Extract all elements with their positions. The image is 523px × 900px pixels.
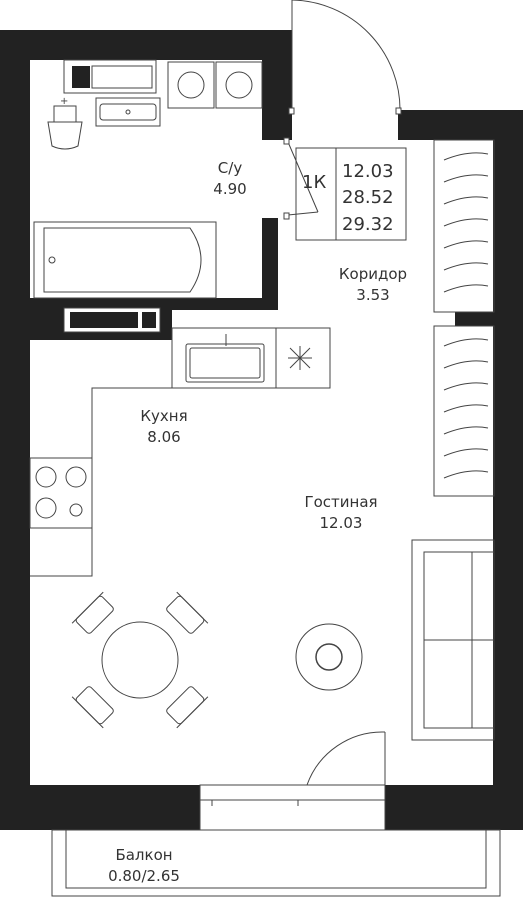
kitchen-name: Кухня bbox=[140, 407, 188, 425]
svg-text:+: + bbox=[60, 96, 68, 107]
corridor-name: Коридор bbox=[338, 265, 408, 283]
living-room-name: Гостиная bbox=[304, 493, 378, 511]
total-area-balcony-value: 29.32 bbox=[342, 214, 394, 235]
bathroom-name: С/у bbox=[217, 159, 243, 177]
wardrobe-lower bbox=[433, 325, 495, 497]
living-room-area: 12.03 bbox=[319, 514, 363, 532]
apartment-type: 1К bbox=[302, 172, 327, 193]
bathroom-label: С/у 4.90 bbox=[196, 158, 264, 200]
dining-table bbox=[71, 591, 209, 729]
kitchen-label: Кухня 8.06 bbox=[126, 406, 202, 448]
bathroom-area: 4.90 bbox=[213, 180, 247, 198]
corridor-label: Коридор 3.53 bbox=[330, 264, 416, 306]
living-area-value: 12.03 bbox=[342, 161, 394, 182]
balcony-outline bbox=[51, 829, 501, 897]
kitchen-area: 8.06 bbox=[147, 428, 181, 446]
info-box-frame bbox=[295, 147, 407, 241]
bathroom-door bbox=[283, 137, 319, 220]
wardrobe-upper bbox=[433, 139, 495, 313]
walls bbox=[0, 30, 523, 830]
balcony-door bbox=[306, 731, 386, 786]
balcony-name: Балкон bbox=[115, 846, 173, 864]
balcony-area: 0.80/2.65 bbox=[108, 867, 180, 885]
bathroom-fixtures: + bbox=[33, 61, 263, 299]
sofa bbox=[411, 539, 495, 741]
kitchen-counter bbox=[29, 327, 331, 577]
total-area-value: 28.52 bbox=[342, 187, 394, 208]
entrance-door bbox=[288, 0, 402, 115]
windows bbox=[63, 59, 386, 831]
living-room-label: Гостиная 12.03 bbox=[294, 492, 388, 534]
balcony-label: Балкон 0.80/2.65 bbox=[94, 845, 194, 887]
corridor-area: 3.53 bbox=[356, 286, 390, 304]
round-rug bbox=[295, 623, 363, 691]
